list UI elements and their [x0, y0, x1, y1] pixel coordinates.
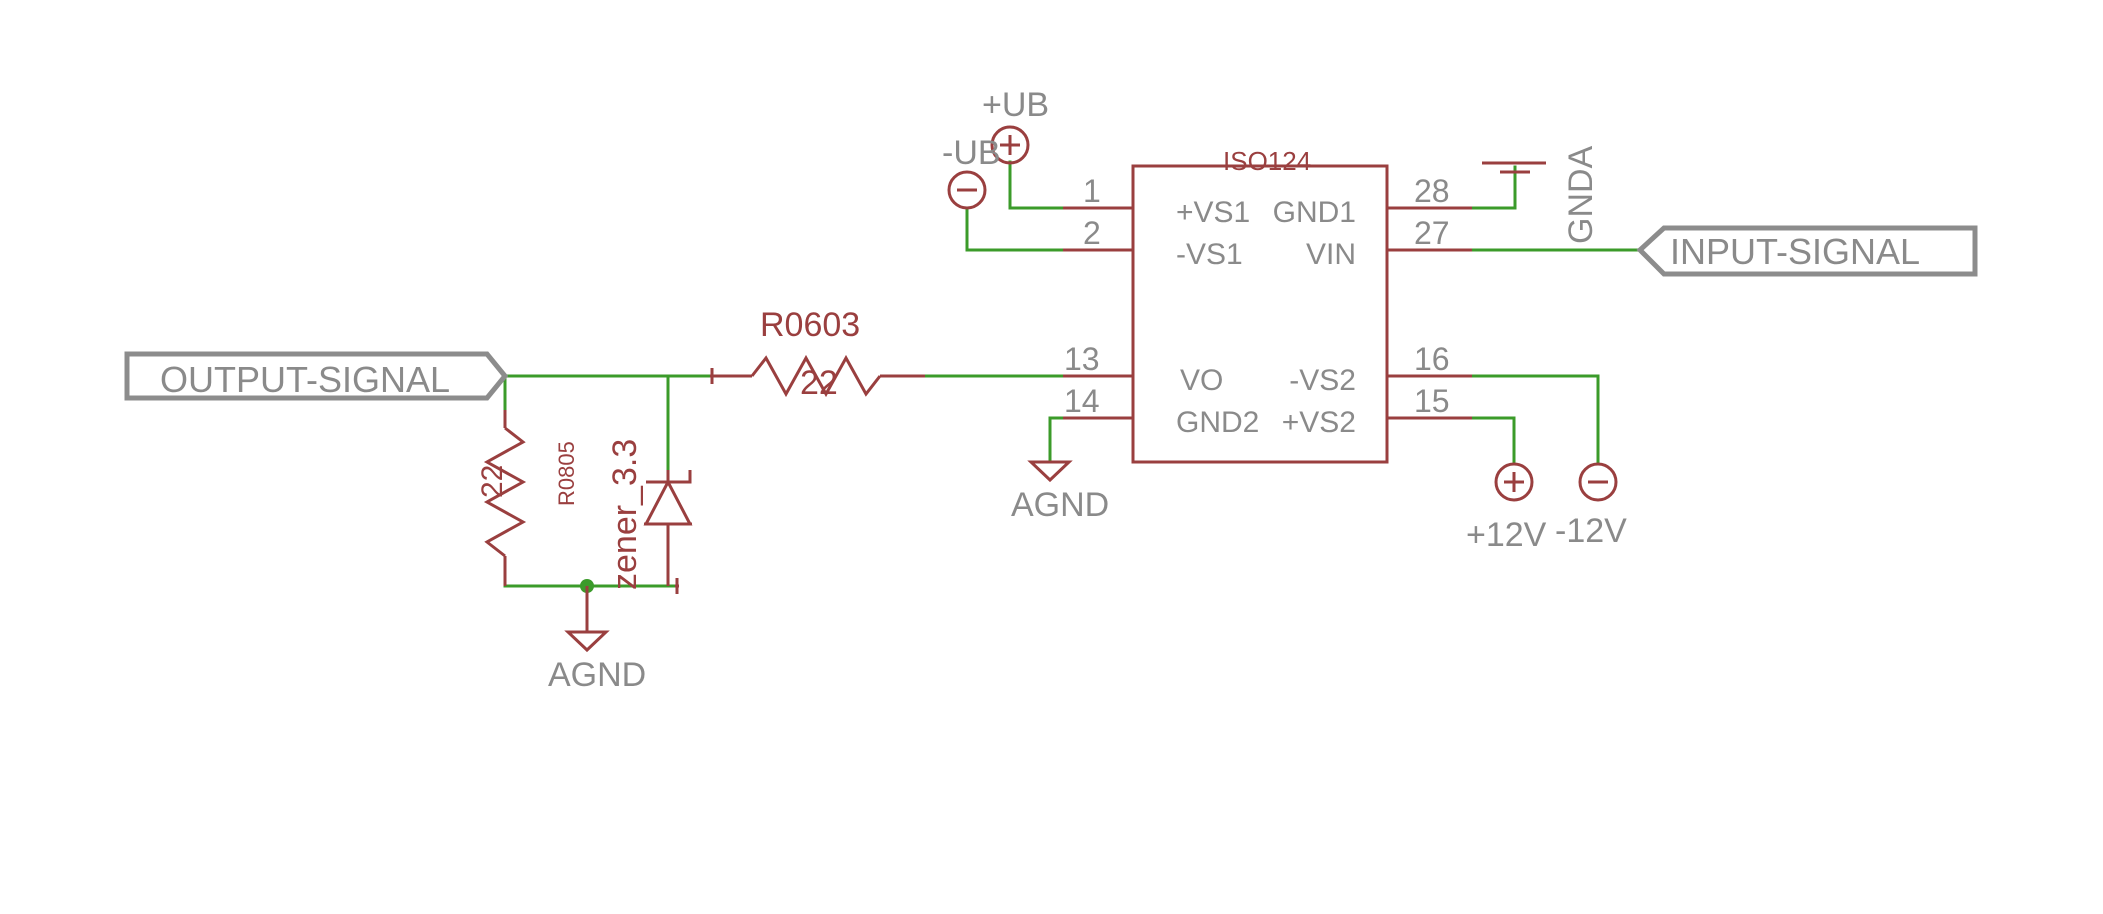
- resistor-r0603-package: R0603: [760, 306, 860, 344]
- pin-28-name: GND1: [1273, 196, 1356, 229]
- agnd-left-symbol: AGND: [548, 586, 646, 694]
- resistor-r0805-value: 22: [476, 465, 509, 498]
- gnda-symbol: GNDA: [1482, 145, 1600, 244]
- pin-13-number: 13: [1064, 341, 1100, 377]
- pin-1-name: +VS1: [1176, 196, 1250, 229]
- plus-ub-supply: +UB: [982, 86, 1049, 165]
- agnd-mid-label: AGND: [1011, 486, 1109, 524]
- plus-12v-label: +12V: [1466, 516, 1547, 554]
- iso124-body: [1131, 164, 1389, 464]
- wire-minus-ub: [965, 208, 1065, 252]
- output-signal-label: OUTPUT-SIGNAL: [160, 359, 450, 400]
- agnd-left-label: AGND: [548, 656, 646, 694]
- iso124-chip[interactable]: ISO124 1 2 13 14 28 27 16 15 +VS1 -VS1 V…: [1063, 146, 1472, 464]
- plus-12v-supply: +12V: [1466, 462, 1547, 554]
- pin-15-number: 15: [1414, 383, 1450, 419]
- wire-pin28-gnda: [1470, 165, 1517, 210]
- pin-14-name: GND2: [1176, 406, 1259, 439]
- output-signal-port[interactable]: OUTPUT-SIGNAL: [124, 351, 509, 401]
- pin-14-number: 14: [1064, 383, 1100, 419]
- iso124-name: ISO124: [1223, 146, 1311, 176]
- plus-ub-label: +UB: [982, 86, 1049, 124]
- pin-2-name: -VS1: [1176, 238, 1243, 271]
- wire-pin14-agnd: [1048, 416, 1065, 464]
- wire-pin15: [1470, 416, 1516, 464]
- pin-2-number: 2: [1083, 215, 1101, 251]
- pin-27-number: 27: [1414, 215, 1450, 251]
- pin-27-name: VIN: [1306, 238, 1356, 271]
- agnd-mid-symbol: AGND: [1011, 460, 1109, 524]
- pin-16-number: 16: [1414, 341, 1450, 377]
- pin-16-name: -VS2: [1289, 364, 1356, 397]
- zener-diode[interactable]: zener_3.3: [606, 439, 693, 594]
- input-signal-port[interactable]: INPUT-SIGNAL: [1636, 225, 1978, 277]
- gnda-label: GNDA: [1562, 145, 1600, 244]
- pin-13-name: VO: [1180, 364, 1223, 397]
- zener-label: zener_3.3: [606, 439, 644, 590]
- minus-ub-label: -UB: [942, 134, 1001, 172]
- pin-1-number: 1: [1083, 173, 1101, 209]
- input-signal-label: INPUT-SIGNAL: [1670, 231, 1920, 272]
- minus-12v-supply: -12V: [1555, 462, 1627, 550]
- wire-pin16: [1470, 374, 1600, 464]
- resistor-r0603[interactable]: R0603 22: [710, 306, 925, 402]
- minus-12v-label: -12V: [1555, 512, 1627, 550]
- pin-15-name: +VS2: [1282, 406, 1356, 439]
- resistor-r0805[interactable]: 22 R0805: [476, 410, 579, 586]
- minus-ub-supply: -UB: [942, 134, 1001, 210]
- resistor-r0805-package: R0805: [554, 441, 579, 506]
- resistor-r0603-value: 22: [800, 364, 838, 402]
- pin-28-number: 28: [1414, 173, 1450, 209]
- wire-plus-ub: [1008, 160, 1065, 210]
